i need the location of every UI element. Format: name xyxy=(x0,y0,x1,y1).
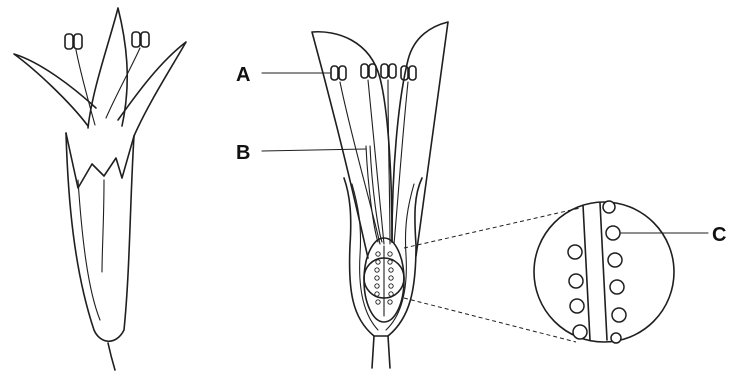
guide-line-top xyxy=(404,208,580,248)
section-anther-1 xyxy=(331,66,346,80)
anther-left xyxy=(65,34,82,49)
section-anther-2 xyxy=(361,64,376,78)
section-petal-right xyxy=(392,22,448,256)
label-b-group: B xyxy=(236,142,366,164)
section-anther-4 xyxy=(401,66,416,80)
leader-line-b xyxy=(262,149,366,151)
flower-stalk xyxy=(108,343,115,370)
section-anther-3 xyxy=(381,64,396,78)
label-c-group: C xyxy=(621,224,726,246)
anther-right xyxy=(132,32,149,47)
sepal-line-left xyxy=(78,180,100,320)
magnified-ovary xyxy=(534,201,674,343)
guide-line-bottom xyxy=(404,298,576,342)
label-a-group: A xyxy=(236,64,330,86)
flower-cross-section xyxy=(312,22,448,368)
flower-tube xyxy=(66,133,134,341)
stamen-filament-right xyxy=(106,48,140,118)
section-stem xyxy=(372,336,390,368)
external-flower-view xyxy=(14,8,186,370)
label-a: A xyxy=(236,64,250,86)
petal-left xyxy=(14,54,96,126)
label-c: C xyxy=(712,224,726,246)
section-filament-4 xyxy=(394,82,408,244)
ovary-wall-right xyxy=(600,203,607,340)
ovary-ovules xyxy=(375,246,393,316)
ovary-wall-left xyxy=(583,205,590,340)
magnification-guides xyxy=(404,208,580,342)
sepal-line-right xyxy=(102,180,104,272)
ovule-column-left xyxy=(568,245,587,339)
sepal-tips xyxy=(66,133,134,188)
petal-right xyxy=(118,42,186,136)
petal-center xyxy=(88,8,127,128)
label-b: B xyxy=(236,142,250,164)
section-petal-left xyxy=(312,32,392,258)
